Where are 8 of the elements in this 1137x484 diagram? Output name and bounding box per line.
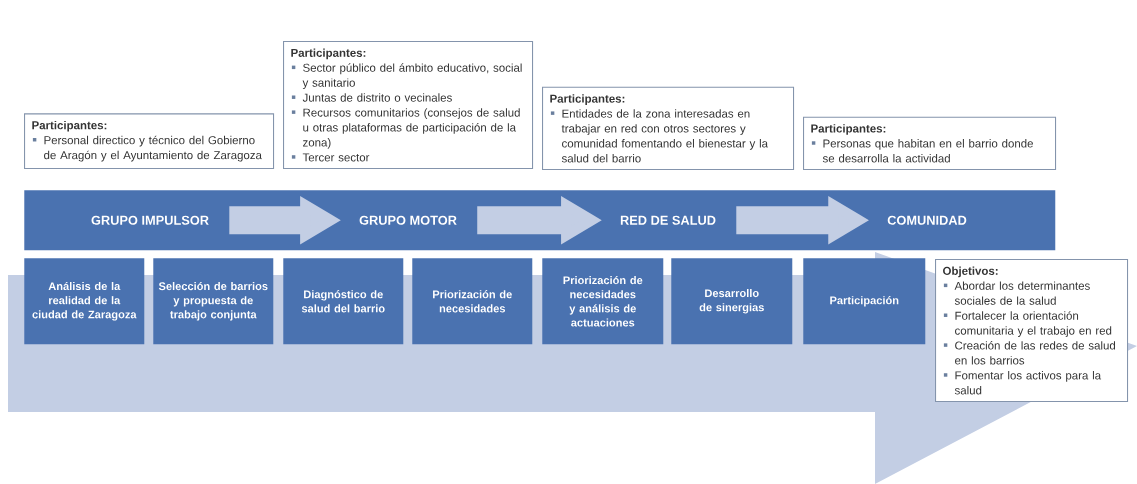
participants-box: Participantes: Personal directico y técnico del Gobierno de Aragón y el Ayuntamiento de Zaragoza <box>24 113 275 169</box>
stage-title: RED DE SALUD <box>620 215 716 225</box>
stage-title: COMUNIDAD <box>887 215 967 225</box>
stage-title: GRUPO MOTOR <box>359 215 457 225</box>
stage-title: GRUPO IMPULSOR <box>91 215 209 225</box>
participants-box: Participantes: Entidades de la zona interesadas en trabajar en red con otros sectores y comunidad fomentando el bienestar y la salud del barrio <box>542 86 795 170</box>
participants-box: Participantes: Sector público del ámbito educativo, social y sanitario Juntas de distrito o vecinales Recursos comunitarios (consejos de salud u otras plataformas de participación de la zona) Tercer sector <box>283 40 534 169</box>
participants-box: Participantes: Personas que habitan en el barrio donde se desarrolla la actividad <box>803 116 1057 170</box>
